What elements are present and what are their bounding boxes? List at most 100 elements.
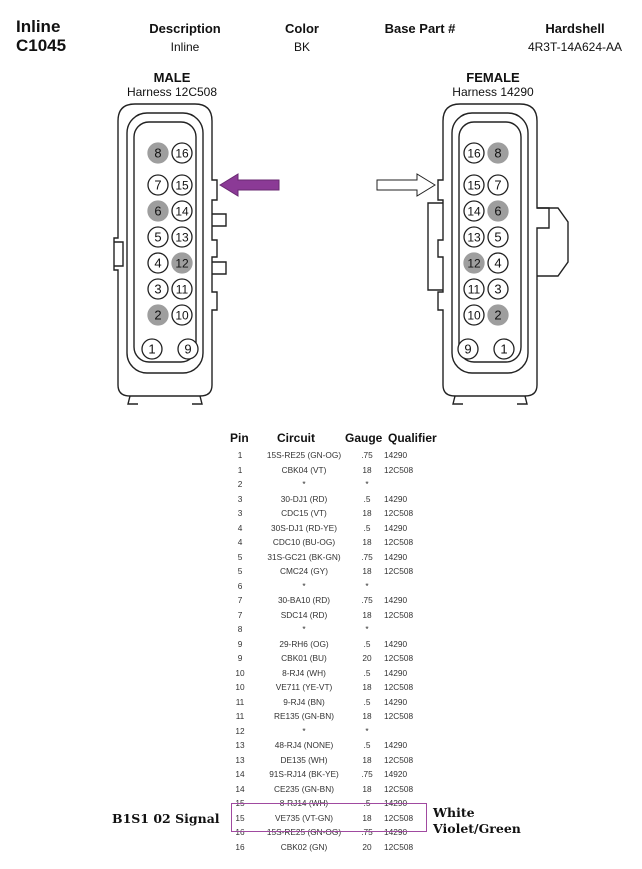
signal-annotation: B1S1 02 Signal (112, 811, 220, 826)
male-pin-5 (147, 226, 169, 248)
pin-cell: 11 (235, 711, 245, 721)
gauge-cell: .75 (361, 827, 373, 837)
gauge-cell: .75 (361, 551, 373, 562)
male-pin-12 (171, 252, 193, 274)
pin-cell: 2 (237, 479, 243, 489)
circuit-cell: 48-RJ4 (NONE) (274, 740, 334, 750)
male-label: MALE (153, 70, 191, 85)
female-pin-label-15: 15 (467, 179, 481, 193)
circuit-cell: VE735 (VT-GN) (274, 812, 334, 823)
circuit-cell: CBK04 (VT) (281, 464, 327, 475)
pin-cell: 3 (237, 508, 243, 518)
male-pin-label-15: 15 (175, 179, 189, 193)
hardshell-value: 4R3T-14A624-AA (527, 40, 623, 54)
gauge-cell: * (365, 479, 369, 489)
table-row: 8** (226, 623, 446, 638)
male-pin-16 (171, 142, 193, 164)
qualifier-cell: 12C508 (384, 711, 414, 721)
male-pin-label-5: 5 (154, 230, 161, 245)
gauge-cell: 20 (362, 653, 372, 663)
pin-cell: 10 (235, 667, 245, 678)
gauge-cell: .75 (361, 450, 373, 460)
female-pin-15 (463, 174, 485, 196)
color-header: Color (285, 21, 319, 36)
gauge-cell: 18 (362, 754, 372, 765)
female-pin-label-9: 9 (464, 342, 471, 357)
male-pin-label-11: 11 (176, 283, 189, 297)
qualifier-cell: 12C508 (384, 754, 414, 765)
male-pin-11 (171, 278, 193, 300)
qualifier-cell: 12C508 (384, 566, 414, 576)
gauge-cell: 18 (362, 711, 372, 721)
pin-cell: 7 (237, 609, 243, 620)
qualifier-cell: 12C508 (384, 537, 414, 547)
pin-cell: 8 (237, 624, 243, 634)
female-pin-label-5: 5 (494, 230, 501, 245)
circuit-cell: DE135 (WH) (280, 754, 328, 765)
female-pin-16 (463, 142, 485, 164)
qualifier-cell: 14920 (384, 769, 408, 779)
male-connector (113, 103, 227, 405)
male-pin-2 (147, 304, 169, 326)
circuit-cell: 30-DJ1 (RD) (280, 493, 328, 504)
female-pin-7 (487, 174, 509, 196)
qualifier-cell: 14290 (384, 551, 408, 562)
gauge-cell: .5 (363, 696, 371, 707)
circuit-cell: CBK02 (GN) (280, 841, 328, 852)
pin-cell: 14 (235, 769, 245, 779)
female-pin-12 (463, 252, 485, 274)
qualifier-column-header: Qualifier (388, 431, 437, 445)
qualifier-cell: 14290 (384, 450, 408, 460)
pin-cell: 7 (237, 595, 243, 605)
pin-cell: 5 (237, 566, 243, 576)
pin-cell: 4 (237, 537, 243, 547)
pin-cell: 16 (235, 841, 245, 852)
pin-cell: 3 (237, 493, 243, 504)
description-value: Inline (170, 40, 200, 54)
gauge-cell: 18 (362, 464, 372, 475)
female-pin-label-1: 1 (500, 342, 507, 357)
gauge-cell: 18 (362, 783, 372, 794)
male-pin-label-13: 13 (175, 231, 189, 245)
qualifier-cell: 12C508 (384, 812, 414, 823)
circuit-cell: CE235 (GN-BN) (274, 783, 334, 794)
gauge-cell: .75 (361, 595, 373, 605)
circuit-cell: 30S-DJ1 (RD-YE) (271, 522, 337, 533)
pin-cell: 4 (237, 522, 243, 533)
pin-cell: 13 (235, 754, 245, 765)
female-pin-label-8: 8 (494, 146, 501, 161)
circuit-cell: 15S-RE25 (GN-OG) (266, 450, 342, 460)
qualifier-cell: 14290 (384, 493, 408, 504)
pin-cell: 15 (235, 812, 245, 823)
female-direction-arrow (376, 173, 436, 197)
pin-cell: 12 (235, 725, 245, 736)
gauge-cell: .5 (363, 493, 371, 504)
male-pin-8 (147, 142, 169, 164)
qualifier-cell: 12C508 (384, 653, 414, 663)
male-pin-10 (171, 304, 193, 326)
qualifier-cell: 14290 (384, 638, 408, 649)
pin-cell: 13 (235, 740, 245, 750)
signal-highlight-box (231, 803, 427, 832)
female-pin-9 (457, 338, 479, 360)
gauge-cell: .75 (361, 769, 373, 779)
pin-cell: 1 (237, 464, 243, 475)
male-pin-6 (147, 200, 169, 222)
pin-cell: 11 (235, 696, 245, 707)
male-pin-4 (147, 252, 169, 274)
circuit-cell: CBK01 (BU) (281, 653, 327, 663)
gauge-cell: 18 (362, 812, 372, 823)
